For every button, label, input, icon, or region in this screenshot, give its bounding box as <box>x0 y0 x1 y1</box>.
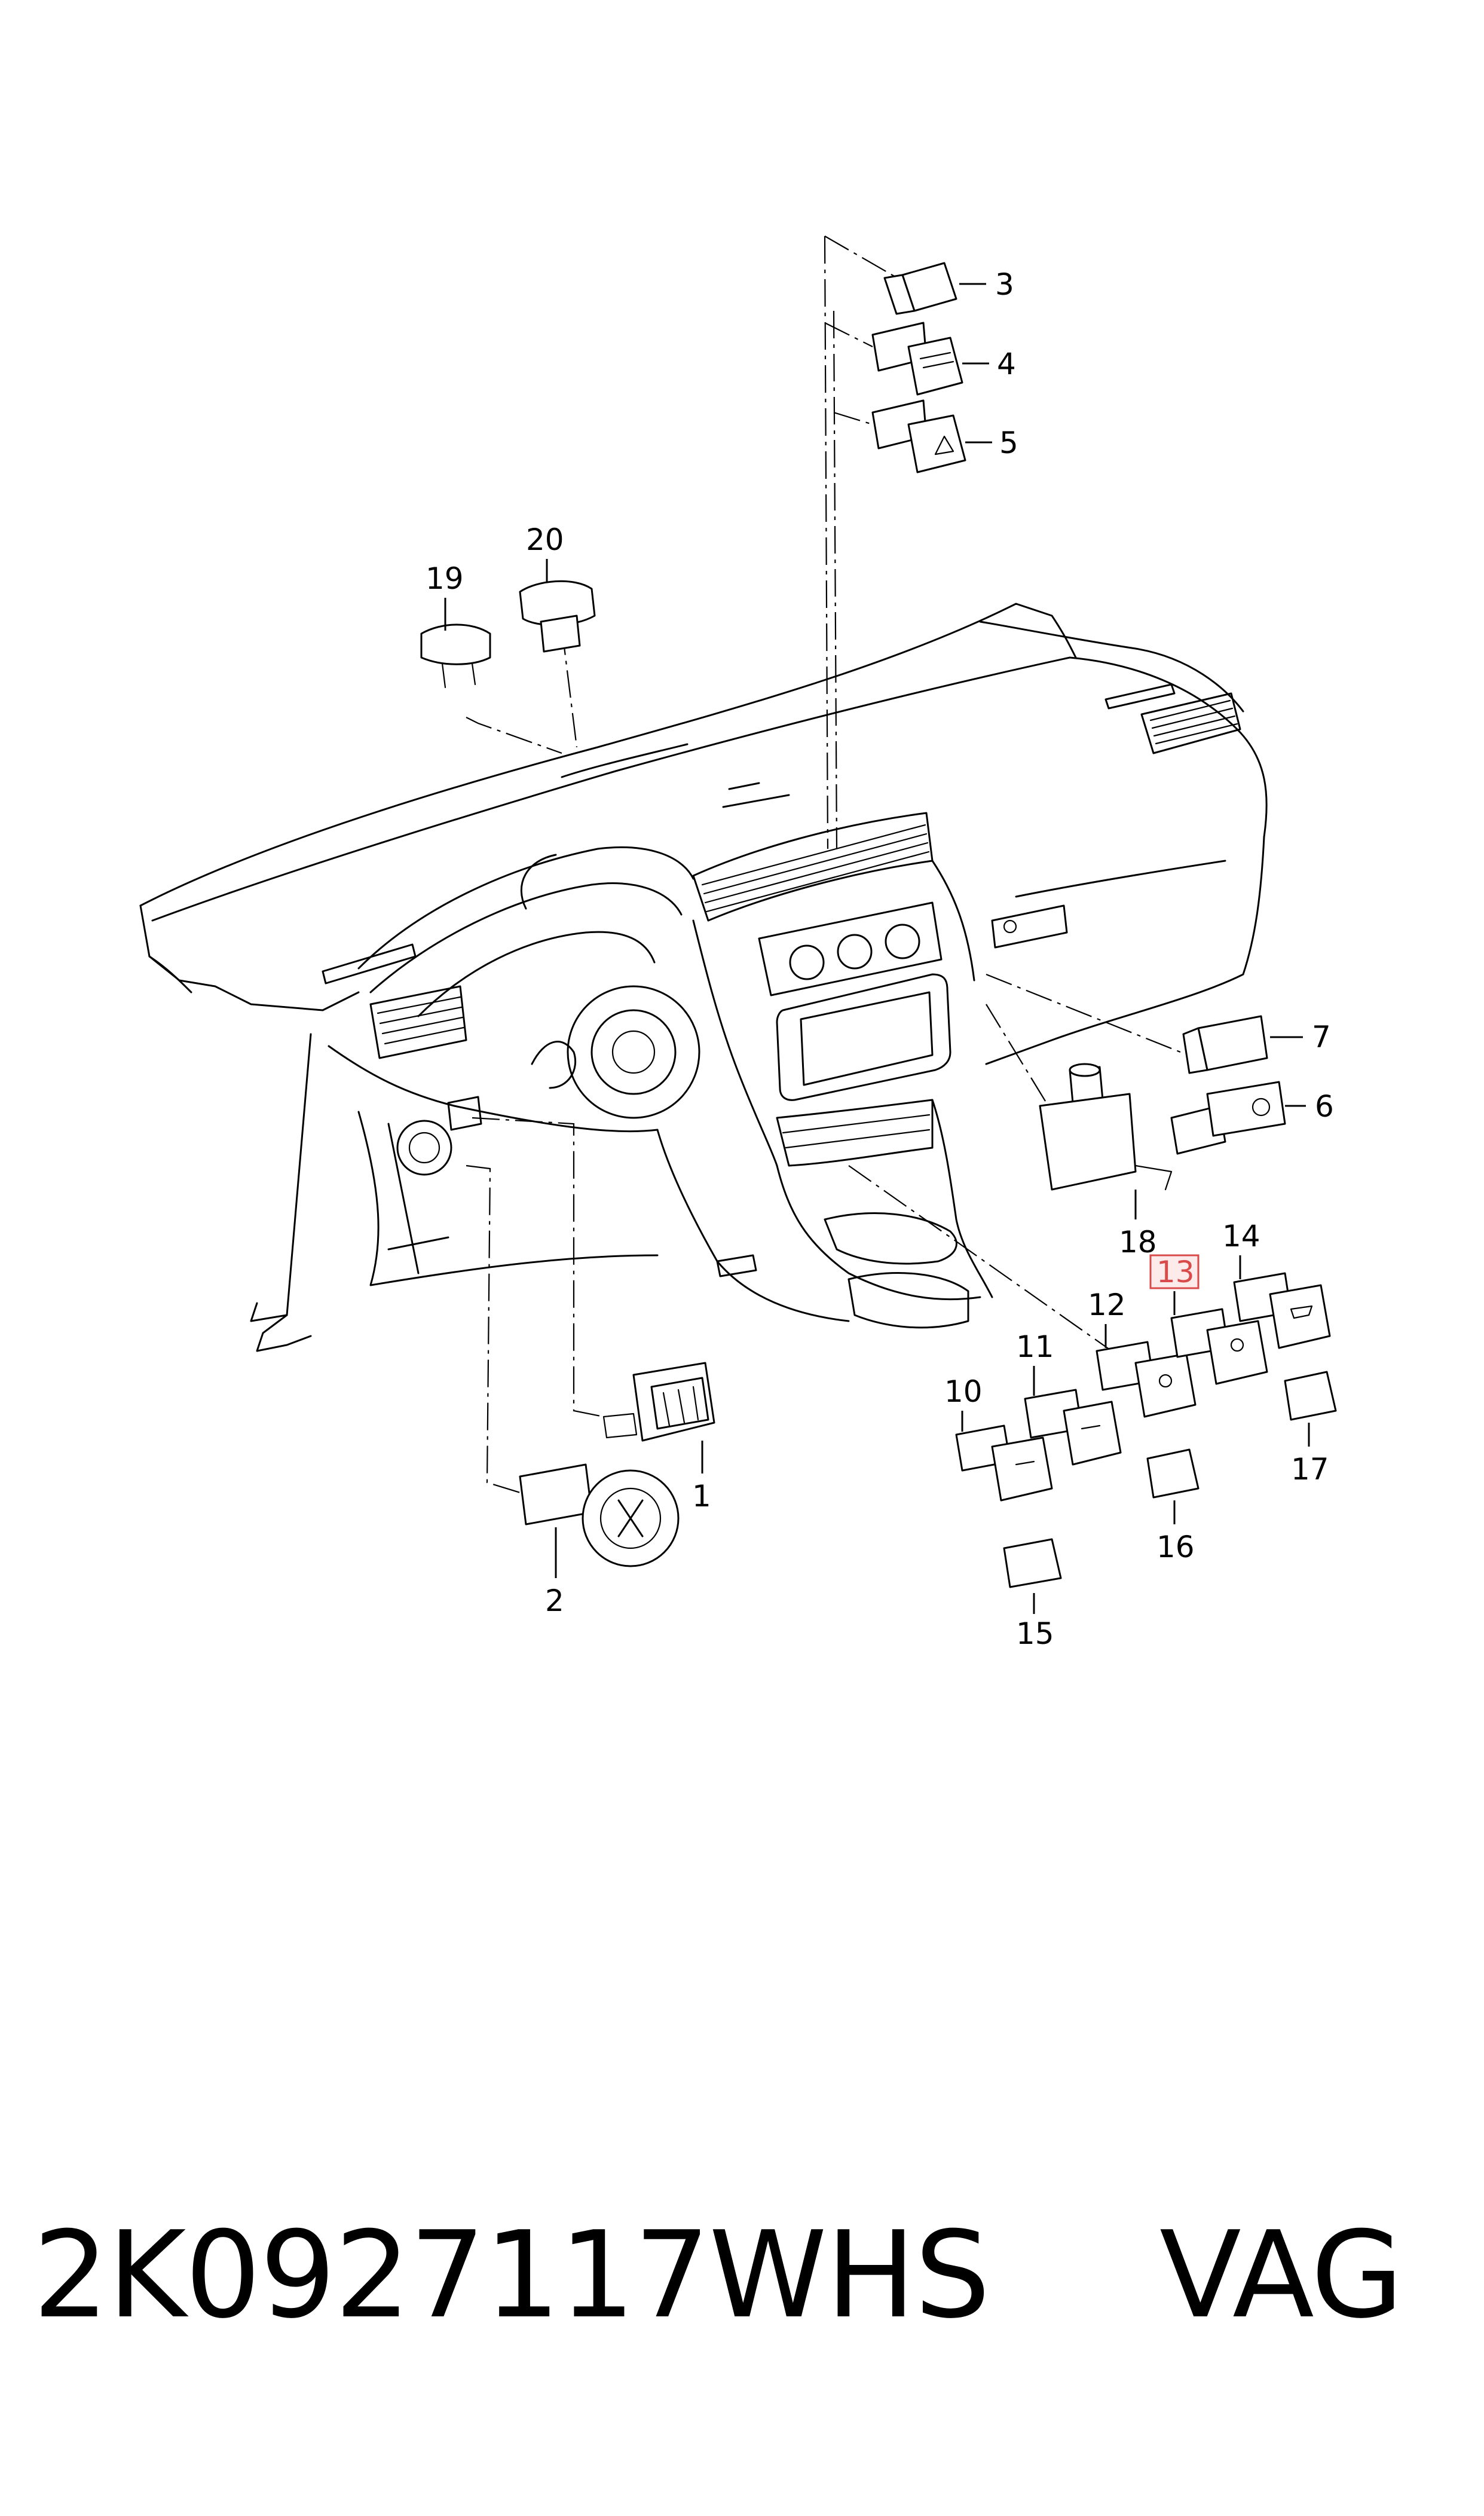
part-6-switch <box>1170 1081 1286 1155</box>
part-number-label: 2K0927117WHS <box>33 2206 990 2345</box>
part-7-blank-cover <box>1182 1015 1268 1074</box>
callout-15: 15 <box>1016 1616 1054 1651</box>
callout-7: 7 <box>1312 1020 1331 1054</box>
callout-2: 2 <box>545 1583 564 1618</box>
callout-11: 11 <box>1016 1329 1054 1364</box>
part-3-blank-cover <box>883 262 957 315</box>
callout-leaders <box>444 283 1310 1614</box>
part-11-park-switch <box>1024 1389 1122 1466</box>
callout-10: 10 <box>944 1374 983 1409</box>
callout-17: 17 <box>1291 1452 1329 1487</box>
part-17-blank-cover <box>1284 1371 1337 1421</box>
callout-1: 1 <box>692 1479 711 1514</box>
callout-13: 13 <box>1156 1255 1195 1289</box>
callout-12: 12 <box>1088 1288 1126 1322</box>
part-13-switch <box>1170 1308 1268 1385</box>
leader-lines <box>466 236 1196 1496</box>
dashboard-illustration <box>139 603 1268 1352</box>
callout-18: 18 <box>1119 1225 1157 1259</box>
part-20-sensor <box>519 580 596 653</box>
part-4-switch <box>871 322 963 396</box>
part-10-park-switch <box>955 1424 1053 1502</box>
part-16-blank-cover <box>1146 1448 1200 1499</box>
part-1-light-switch <box>602 1362 715 1442</box>
callout-13-highlight-box <box>1149 1254 1200 1289</box>
callout-19: 19 <box>426 561 464 596</box>
part-5-hazard-switch <box>871 399 966 473</box>
part-19-cover <box>420 623 491 689</box>
callout-16: 16 <box>1156 1530 1195 1564</box>
part-18-sensor-bracket <box>1039 1063 1173 1191</box>
part-12-switch <box>1096 1341 1197 1418</box>
part-14-switch <box>1233 1272 1331 1349</box>
callout-14: 14 <box>1222 1219 1260 1254</box>
brand-label: VAG <box>1159 2206 1403 2345</box>
callout-4: 4 <box>997 347 1016 381</box>
callout-6: 6 <box>1315 1089 1334 1124</box>
callout-3: 3 <box>995 267 1014 302</box>
callout-labels: 3 4 5 7 6 19 20 1 2 10 11 12 13 14 15 16… <box>426 267 1334 1651</box>
part-2-headlight-switch <box>519 1463 680 1567</box>
part-15-blank-cover <box>1003 1538 1062 1588</box>
callout-5: 5 <box>999 426 1018 460</box>
callout-20: 20 <box>526 522 564 557</box>
